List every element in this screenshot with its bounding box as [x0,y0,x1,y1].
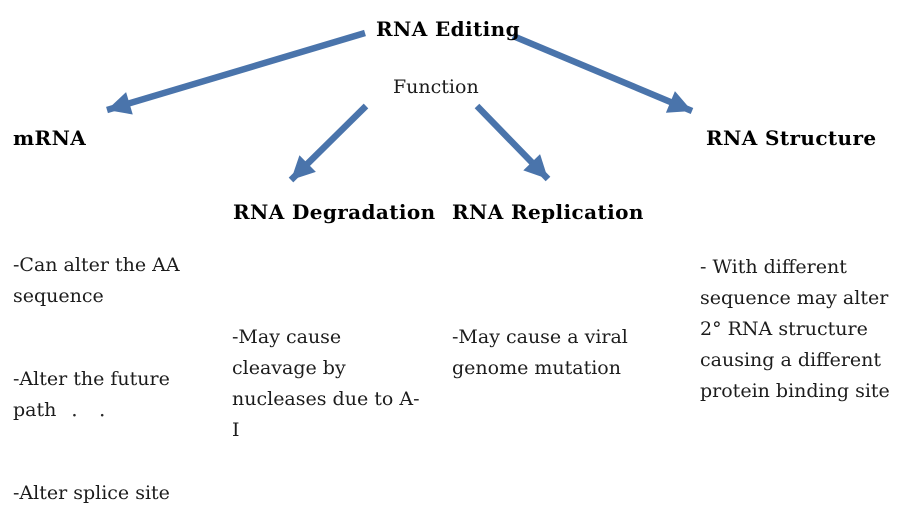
mrna-clipped-line-dots: · · [72,408,114,424]
rna-replication-note-1: -May cause a viral genome mutation [452,326,628,379]
arrow-function-to-rna-replication [474,103,551,182]
arrow-function-to-rna-degradation [288,103,369,183]
heading-mrna: mRNA [13,126,87,150]
rna-degradation-note-1: -May cause cleavage by nucleases due to … [232,326,420,441]
arrow-root-to-rna-structure [511,33,694,114]
heading-rna-degradation: RNA Degradation [233,200,436,224]
rna-replication-notes: -May cause a viral genome mutation [452,291,677,436]
root-node-label: RNA Editing [376,17,520,41]
function-node-label: Function [393,76,479,98]
rna-structure-notes: - With different sequence may alter 2° R… [700,221,913,459]
mrna-note-1: -Can alter the AA sequence [13,254,180,307]
heading-rna-replication: RNA Replication [452,200,644,224]
mrna-note-2: -Alter the future path [13,368,170,421]
arrow-root-to-mrna [106,29,366,115]
rna-degradation-notes: -May cause cleavage by nucleases due to … [232,291,444,498]
mrna-notes: -Can alter the AA sequence -Alter the fu… [13,219,225,512]
rna-structure-note-1: - With different sequence may alter 2° R… [700,256,890,402]
mrna-note-3: -Alter splice site [13,482,170,504]
heading-rna-structure: RNA Structure [706,126,877,150]
